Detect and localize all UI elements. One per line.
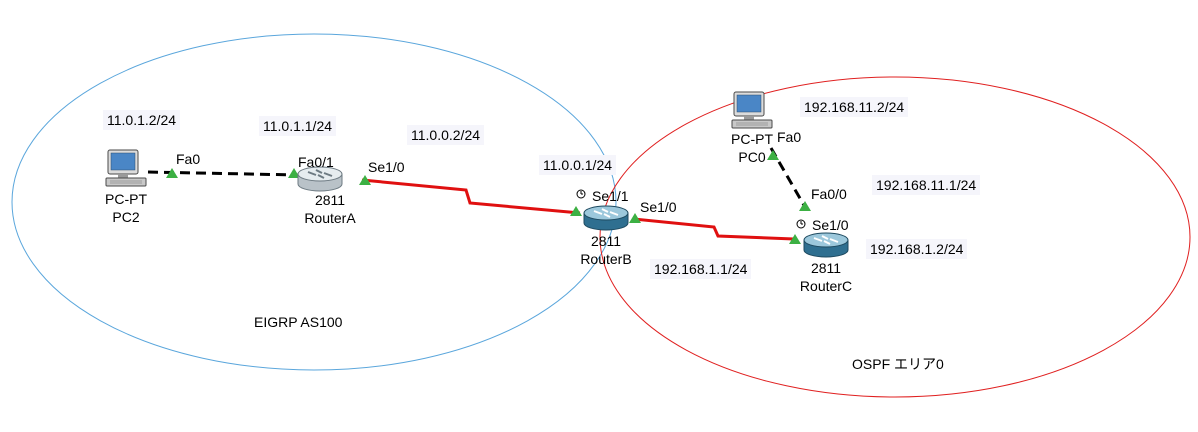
ip-label-routerb-se10: 192.168.1.1/24 <box>650 259 752 279</box>
pc0-icon[interactable] <box>731 91 773 129</box>
clock-icon <box>576 189 586 199</box>
port-indicator-routerc-fa00 <box>799 201 811 211</box>
serial-link-routera-routerb[interactable] <box>361 178 581 215</box>
port-label-routerb-se10: Se1/0 <box>640 199 677 215</box>
ethernet-link-pc0-routerc[interactable] <box>769 147 807 208</box>
port-indicator-routera-fa01 <box>288 168 300 178</box>
routerc-name: RouterC <box>799 278 853 294</box>
routerc-model: 2811 <box>810 260 842 276</box>
port-label-routerb-se11: Se1/1 <box>592 188 629 204</box>
port-indicator-pc0-fa0 <box>767 150 779 160</box>
port-indicator-pc2-fa0 <box>166 168 178 178</box>
ip-label-routera-fa01: 11.0.1.1/24 <box>259 116 337 136</box>
serial-link-routerb-routerc[interactable] <box>633 217 795 241</box>
pc0-label: PC-PT PC0 <box>722 130 782 166</box>
pc0-name: PC0 <box>738 149 766 165</box>
port-label-routera-se10: Se1/0 <box>368 159 405 175</box>
eigrp-area-label: EIGRP AS100 <box>254 314 343 330</box>
routera-name: RouterA <box>304 210 356 226</box>
ip-label-routera-se10: 11.0.0.2/24 <box>407 125 485 145</box>
ip-label-pc2: 11.0.1.2/24 <box>103 110 181 130</box>
routerb-label: 2811 RouterB <box>571 232 641 268</box>
eigrp-area-ellipse[interactable] <box>11 33 617 371</box>
routerb-model: 2811 <box>590 233 622 249</box>
clock-icon <box>796 219 806 229</box>
pc0-model: PC-PT <box>731 131 773 147</box>
pc2-label: PC-PT PC2 <box>96 190 156 226</box>
port-label-pc2-fa0: Fa0 <box>176 151 201 167</box>
port-indicator-routera-se10 <box>359 175 371 185</box>
routerc-icon[interactable] <box>803 232 849 258</box>
ospf-area-ellipse[interactable] <box>599 76 1191 398</box>
routera-label: 2811 RouterA <box>295 191 365 227</box>
routera-model: 2811 <box>314 192 346 208</box>
port-label-routerc-se10: Se1/0 <box>812 217 849 233</box>
pc2-name: PC2 <box>112 209 140 225</box>
routerb-icon[interactable] <box>583 205 629 231</box>
port-indicator-routerc-se10 <box>789 234 801 244</box>
pc2-icon[interactable] <box>105 149 147 187</box>
port-indicator-routerb-se10 <box>629 213 641 223</box>
routerb-name: RouterB <box>580 251 632 267</box>
port-label-pc0-fa0: Fa0 <box>777 129 802 145</box>
port-label-routerc-fa00: Fa0/0 <box>811 186 847 202</box>
routerc-label: 2811 RouterC <box>791 259 861 295</box>
pc2-model: PC-PT <box>105 191 147 207</box>
port-indicator-routerb-se11 <box>570 206 582 216</box>
ip-label-routerc-fa00: 192.168.11.1/24 <box>872 175 981 195</box>
ip-label-routerb-se11: 11.0.0.1/24 <box>539 155 617 175</box>
routera-icon[interactable] <box>297 166 343 192</box>
ip-label-pc0: 192.168.11.2/24 <box>800 97 909 117</box>
ospf-area-label: OSPF エリア0 <box>852 356 944 372</box>
port-label-routera-fa01: Fa0/1 <box>298 154 334 170</box>
ip-label-routerc-se10: 192.168.1.2/24 <box>866 239 968 259</box>
